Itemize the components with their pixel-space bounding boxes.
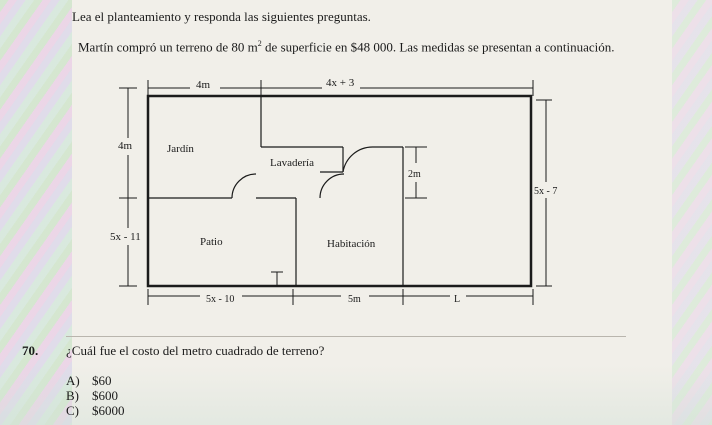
dim-bottom-left-label: 5x - 10 xyxy=(206,294,234,305)
room-label-patio: Patio xyxy=(200,236,223,248)
door-arc-habitacion xyxy=(342,146,374,173)
door-arc-lavaderia xyxy=(319,173,345,199)
dim-bottom-mid-label: 5m xyxy=(348,294,361,305)
dim-left-lower-label: 5x - 11 xyxy=(110,231,141,243)
left-background-pattern xyxy=(0,0,72,425)
label-bg xyxy=(322,76,360,90)
right-background-pattern xyxy=(672,0,712,425)
room-label-habitacion: Habitación xyxy=(327,238,376,250)
problem-statement: Martín compró un terreno de 80 m2 de sup… xyxy=(78,39,615,55)
option-a: A) $60 xyxy=(66,373,112,389)
land-boundary xyxy=(146,94,533,288)
label-bg xyxy=(450,292,466,302)
option-b: B) $600 xyxy=(66,388,118,404)
statement-superscript: 2 xyxy=(257,39,262,48)
bottom-background-tint xyxy=(0,365,712,425)
option-a-value: $60 xyxy=(92,373,112,388)
dim-bottom-right-label: L xyxy=(454,294,460,305)
question-text: ¿Cuál fue el costo del metro cuadrado de… xyxy=(66,343,325,358)
label-bg xyxy=(190,78,220,92)
option-a-letter: A) xyxy=(66,373,80,388)
separator-line xyxy=(66,336,626,337)
option-c-value: $6000 xyxy=(92,403,125,418)
door-arc-jardin xyxy=(231,173,257,199)
dim-left-upper-label: 4m xyxy=(118,140,133,152)
label-bg xyxy=(341,292,369,302)
dim-right-label: 5x - 7 xyxy=(534,186,557,197)
option-b-letter: B) xyxy=(66,388,79,403)
question-number: 70. xyxy=(22,343,39,358)
instruction-text: Lea el planteamiento y responda las sigu… xyxy=(72,9,371,24)
room-label-lavaderia: Lavadería xyxy=(270,157,314,169)
dim-top-right-label: 4x + 3 xyxy=(326,77,355,89)
label-bg xyxy=(200,292,242,302)
statement-after: de superficie en $48 000. Las medidas se… xyxy=(261,39,615,55)
statement-before: Martín compró un terreno de 80 m xyxy=(78,39,258,55)
dim-top-left-label: 4m xyxy=(196,79,211,91)
option-c-letter: C) xyxy=(66,403,79,418)
option-c: C) $6000 xyxy=(66,403,125,419)
dim-2m-label: 2m xyxy=(408,169,421,180)
room-label-jardin: Jardín xyxy=(167,143,194,155)
option-b-value: $600 xyxy=(92,388,118,403)
